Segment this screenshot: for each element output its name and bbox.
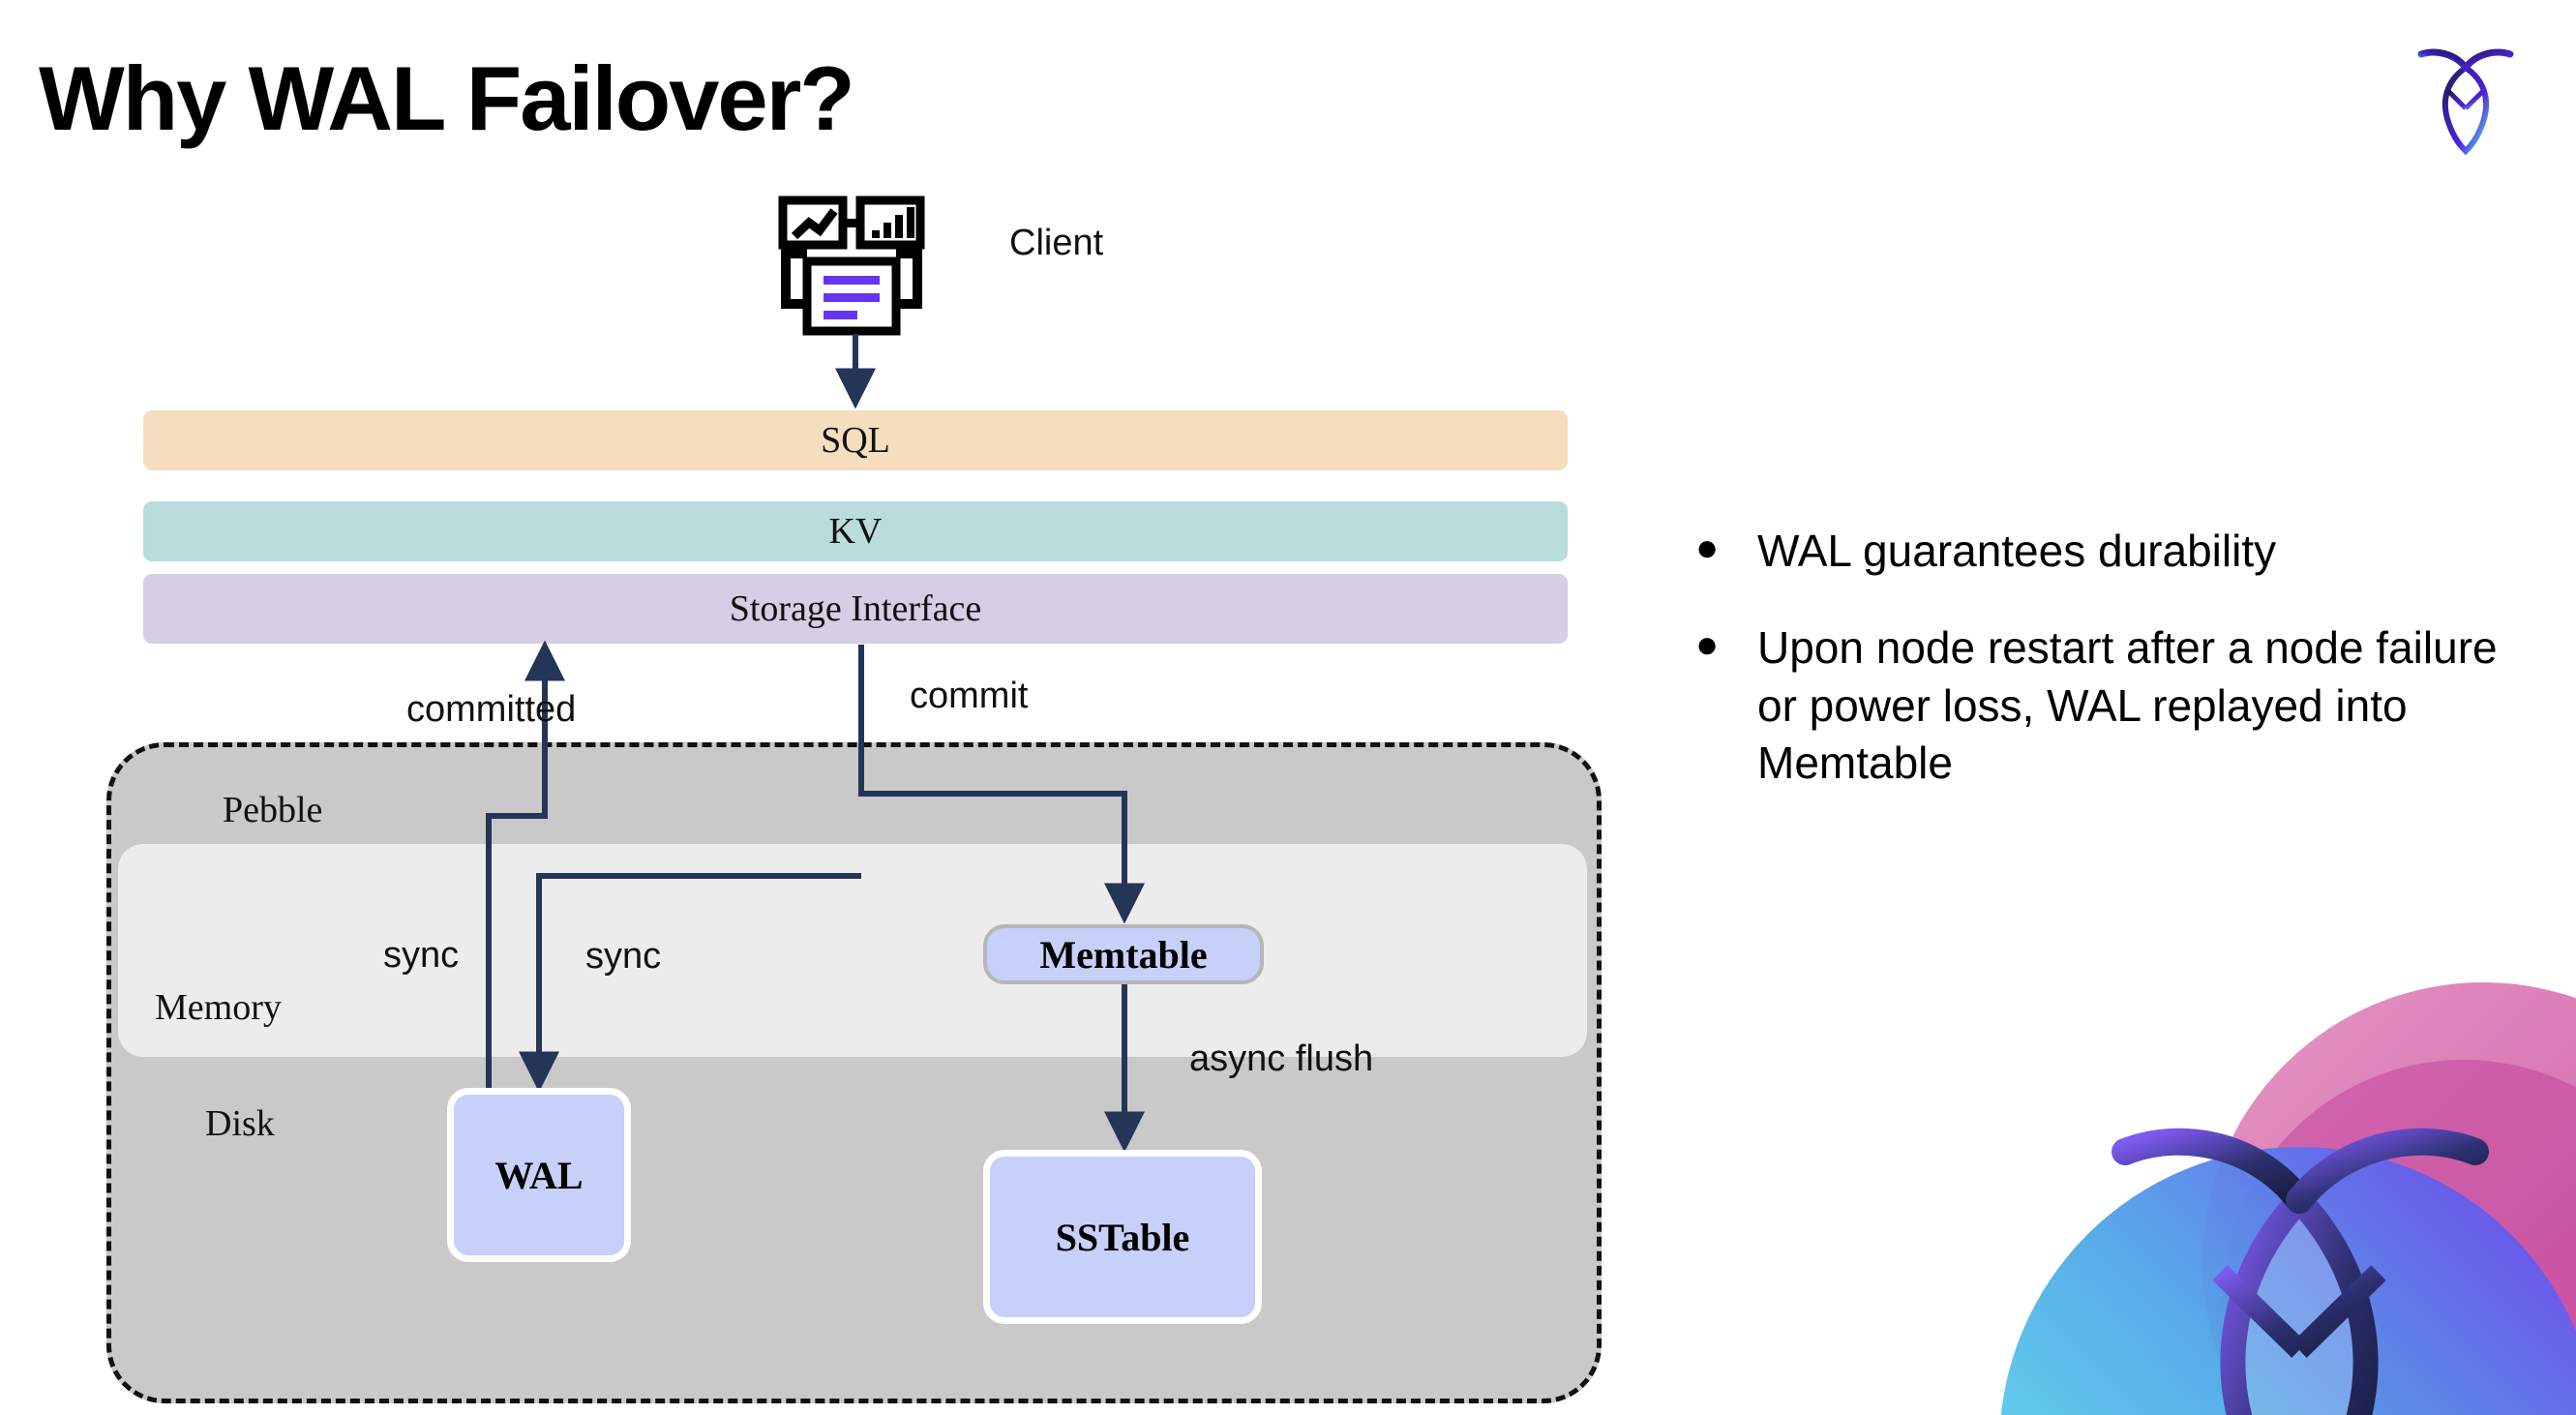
bullet-text: WAL guarantees durability xyxy=(1757,526,2277,576)
list-item: ● Upon node restart after a node failure… xyxy=(1695,619,2528,793)
memory-zone-label: Memory xyxy=(155,987,282,1028)
decorative-logo-watermark xyxy=(1980,944,2576,1415)
edge-label-sync-1: sync xyxy=(383,935,460,976)
layer-bar-storage-interface: Storage Interface xyxy=(143,574,1568,644)
layer-bar-storage-interface-label: Storage Interface xyxy=(729,588,982,629)
disk-zone-label: Disk xyxy=(205,1103,275,1144)
edge-label-committed: committed xyxy=(406,689,577,730)
layer-bar-kv-label: KV xyxy=(828,511,883,552)
node-wal: WAL xyxy=(447,1088,631,1262)
layer-bar-sql-label: SQL xyxy=(821,420,890,461)
edge-label-commit: commit xyxy=(910,676,1029,716)
node-memtable: Memtable xyxy=(983,924,1264,984)
edge-label-sync-2: sync xyxy=(585,936,662,977)
node-wal-label: WAL xyxy=(494,1153,584,1197)
edge-label-async-flush: async flush xyxy=(1189,1039,1374,1079)
layer-bar-sql: SQL xyxy=(143,410,1568,470)
node-sstable-label: SSTable xyxy=(1055,1215,1190,1259)
bullet-marker-icon: ● xyxy=(1695,622,1720,666)
client-label: Client xyxy=(1009,223,1104,263)
memory-zone xyxy=(118,844,1587,1057)
pebble-label: Pebble xyxy=(223,790,323,830)
bullet-text: Upon node restart after a node failure o… xyxy=(1757,621,2498,789)
list-item: ● WAL guarantees durability xyxy=(1695,523,2528,581)
dashboard-analytics-icon xyxy=(774,194,929,341)
page-title: Why WAL Failover? xyxy=(39,47,855,149)
node-sstable: SSTable xyxy=(983,1150,1262,1324)
bullet-list: ● WAL guarantees durability ● Upon node … xyxy=(1695,523,2528,831)
bullet-marker-icon: ● xyxy=(1695,527,1720,569)
cockroachdb-logo-icon xyxy=(2408,33,2524,157)
node-memtable-label: Memtable xyxy=(1039,932,1208,977)
pebble-container xyxy=(106,742,1602,1403)
layer-bar-kv: KV xyxy=(143,501,1568,561)
